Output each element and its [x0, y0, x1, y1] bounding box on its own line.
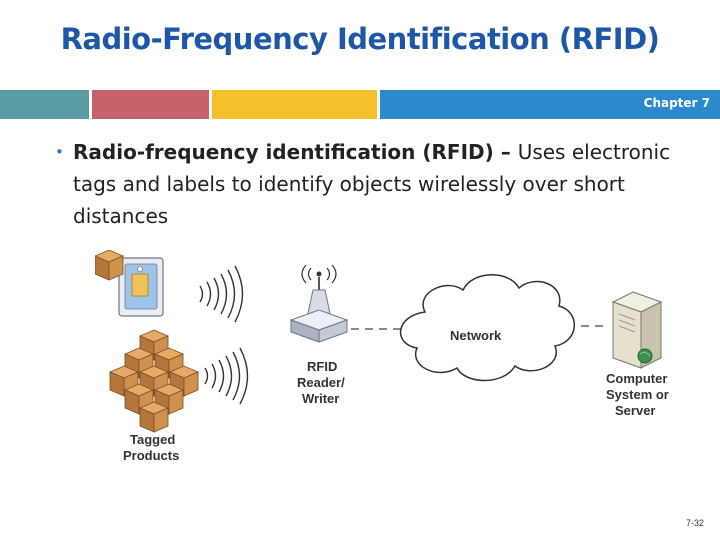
computer-label-line-3: Server	[615, 403, 655, 418]
bullet-point: • Radio-frequency identification (RFID) …	[48, 136, 708, 232]
network-label: Network	[450, 328, 502, 343]
cloud-network-icon	[400, 274, 576, 382]
rfid-reader-icon	[289, 264, 349, 343]
box-shape	[95, 250, 125, 281]
rfid-diagram: Tagged Products RFID Reader/ Writer	[95, 250, 669, 463]
tagged-label-line-1: Tagged	[130, 432, 175, 447]
bullet-body: Radio-frequency identification (RFID) – …	[73, 136, 708, 232]
rfid-label-line-2: Reader/	[297, 375, 345, 390]
radio-waves-icon	[199, 265, 249, 405]
header-bar-yellow	[212, 90, 377, 119]
tagged-label-line-2: Products	[123, 448, 179, 463]
server-tower-icon	[611, 291, 663, 369]
bullet-text: Uses electronic tags and labels to ident…	[73, 140, 671, 228]
computer-label-line-1: Computer	[606, 371, 667, 386]
header-bar-red	[92, 90, 209, 119]
header-bar-blue	[380, 90, 720, 119]
rfid-label-line-3: Writer	[302, 391, 339, 406]
boxes-icon	[95, 250, 199, 433]
bullet-dot-icon: •	[55, 143, 64, 161]
card-tag-icon	[118, 257, 164, 317]
computer-label-line-2: System or	[606, 387, 669, 402]
header-bar-teal	[0, 90, 89, 119]
chapter-label: Chapter 7	[643, 96, 710, 110]
bullet-term: Radio-frequency identification (RFID) –	[73, 140, 518, 164]
slide-number: 7-32	[685, 518, 704, 528]
rfid-label-line-1: RFID	[307, 359, 337, 374]
slide-title: Radio-Frequency Identification (RFID)	[60, 22, 660, 56]
